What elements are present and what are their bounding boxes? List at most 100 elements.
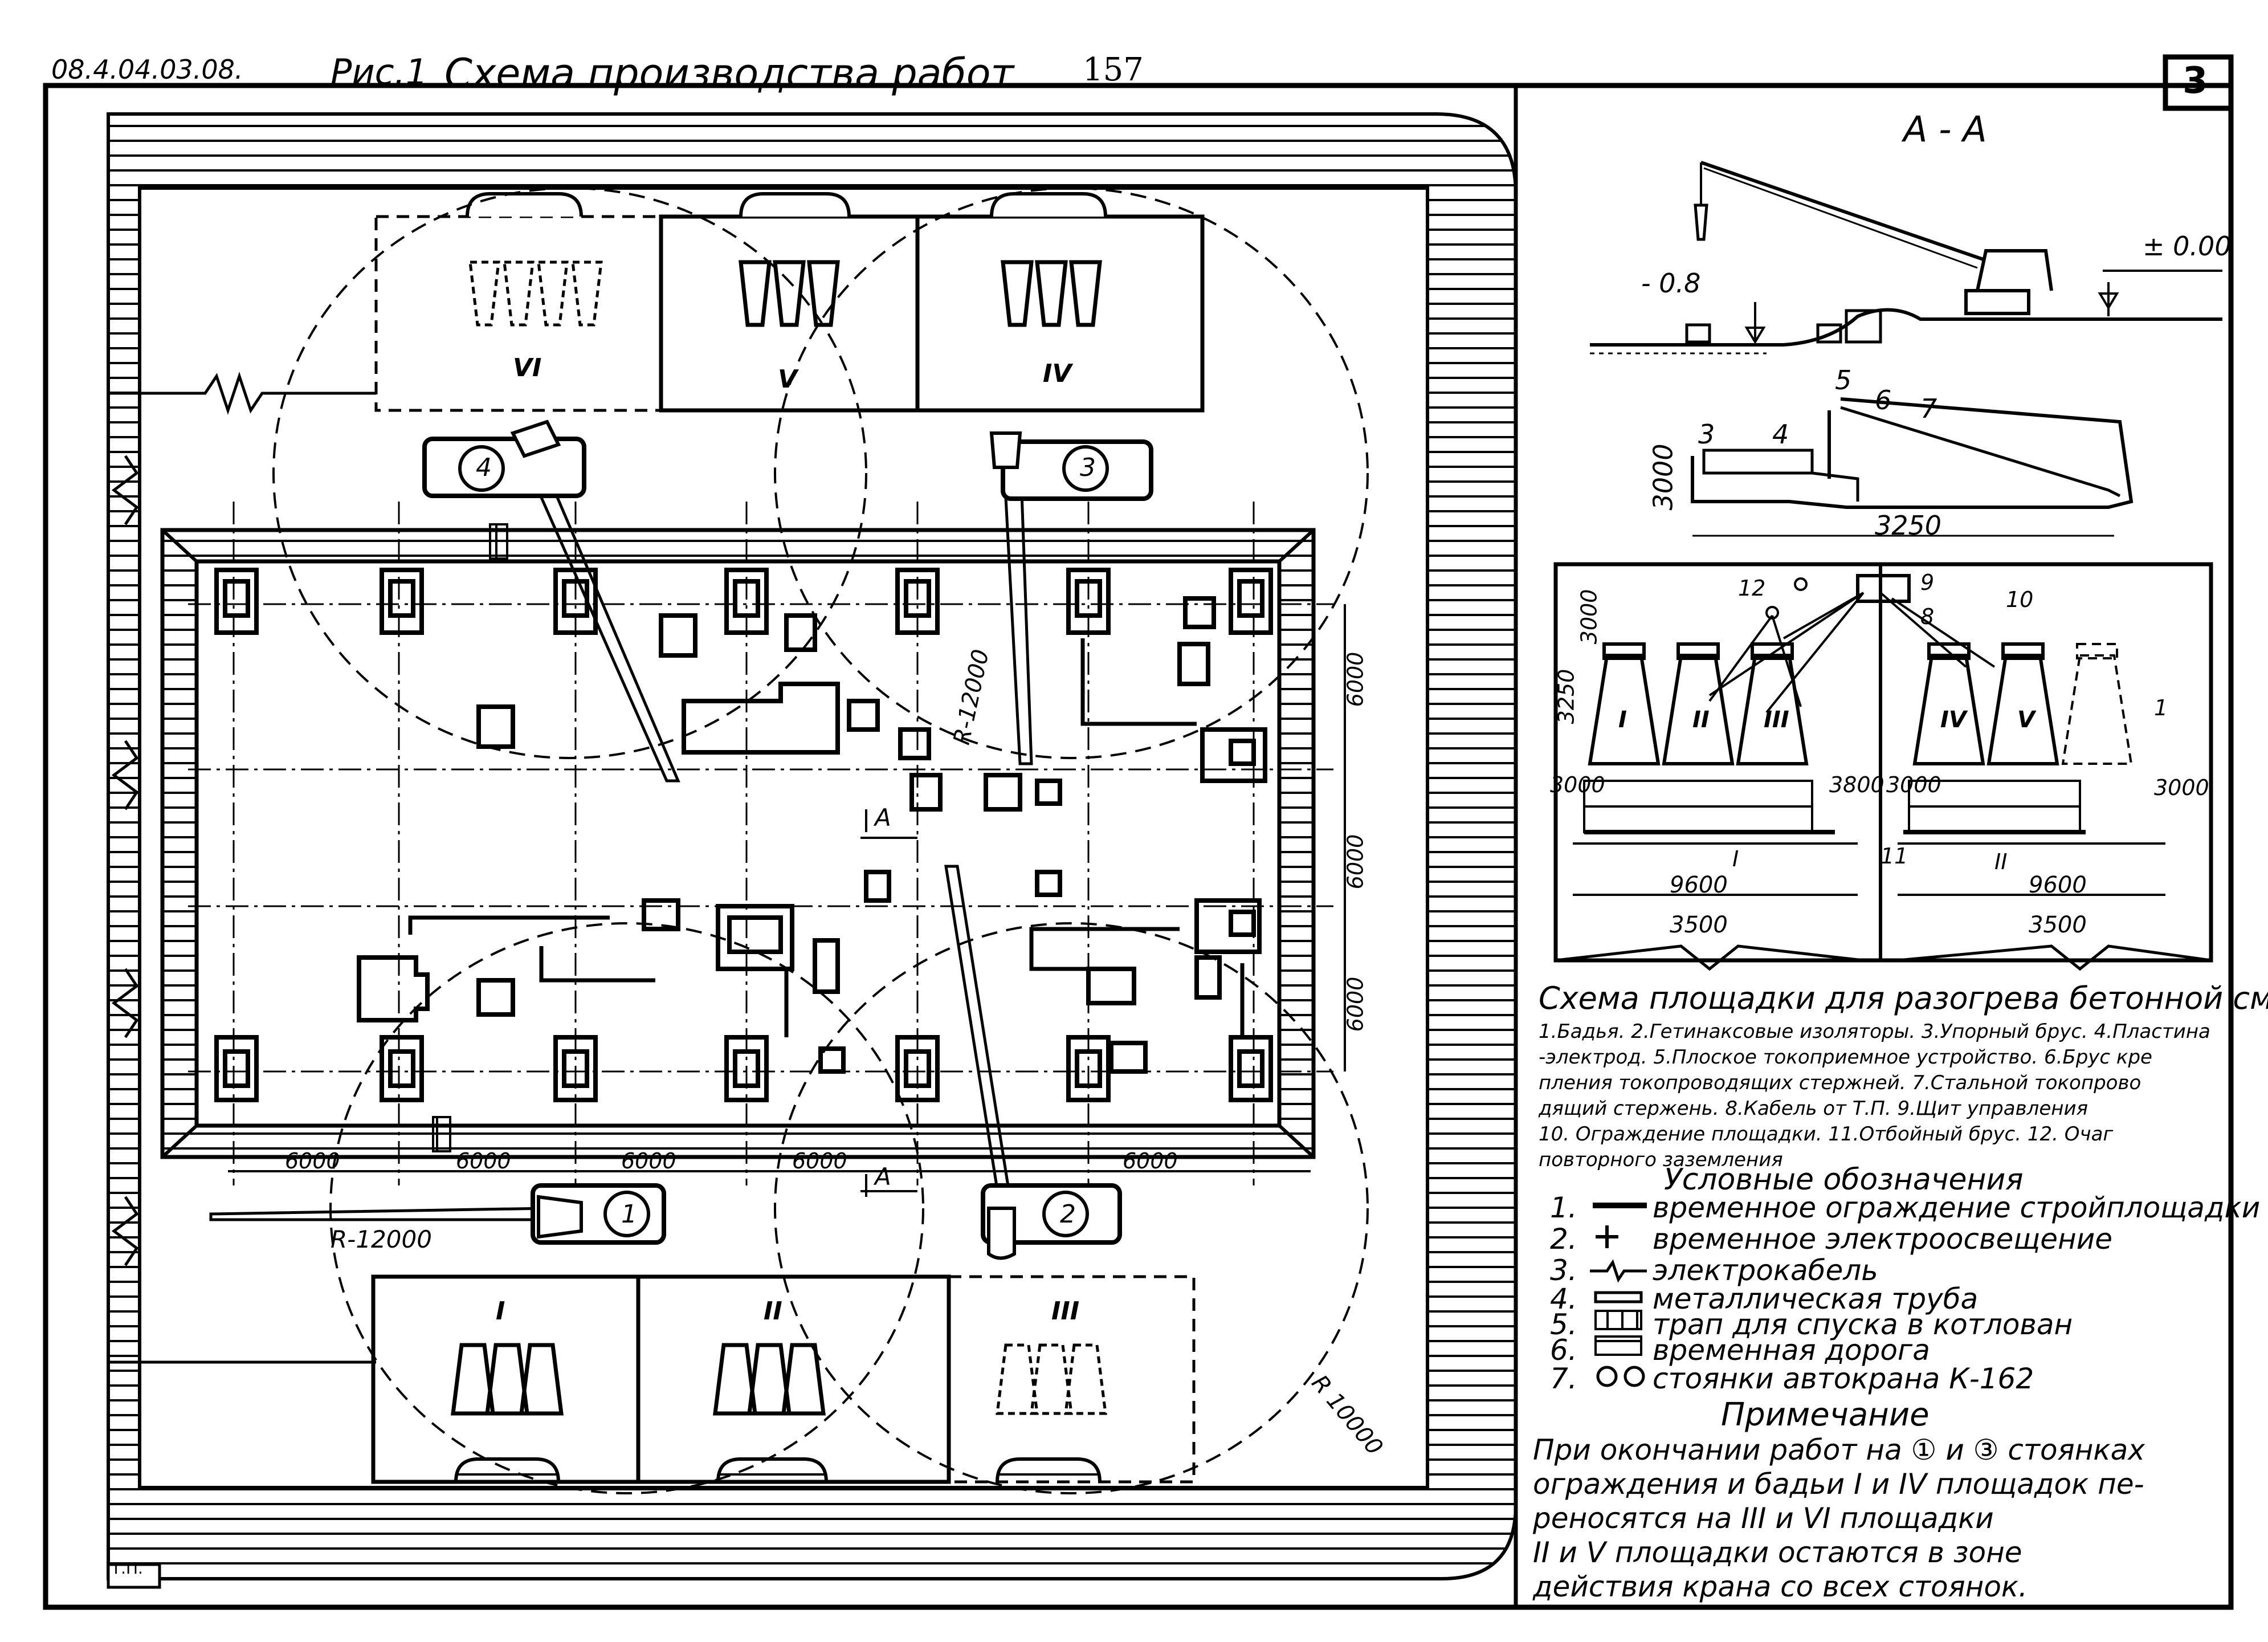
pit-bottom [194,559,1282,1128]
callout-7: 7 [1920,393,1937,424]
legend-item: 2. [1550,1223,1577,1256]
section-title: А - А [1903,108,1987,150]
tp-label: Т.П. [111,1559,143,1578]
sheet-number-box [2163,54,2234,111]
callout-5: 5 [1835,365,1852,396]
crane-stop-label: 1 [621,1200,637,1229]
hs-dim-10: 3500 [2029,912,2087,938]
bucket-II: II [1692,707,1710,733]
doc-code: 08.4.04.03.08. [51,54,243,85]
callout-4: 4 [1772,419,1789,450]
site-label: IV [1043,359,1072,388]
tp-box [107,1563,161,1589]
site-plan [107,112,1518,1589]
section-mark: А [875,1163,891,1191]
legend-item-text: электрокабель [1653,1254,1878,1287]
hs-dim-6: 3000 [2154,775,2209,800]
hs-dim-2: 3250 [1553,669,1579,724]
site-label: V [778,365,798,394]
note-title: Примечание [1721,1396,1930,1433]
dim-right: 6000 [1343,651,1368,707]
page-title: Схема производства работ [444,50,1014,97]
hs-site-II: II [1994,849,2008,874]
hs-callout-9: 9 [1920,570,1935,595]
crane-stop-label: 4 [476,453,492,482]
site-label: I [496,1297,505,1326]
callout-3: 3 [1698,419,1715,450]
note-line: II и V площадки остаются в зоне [1533,1536,2022,1569]
hs-dim-3: 3000 [1550,772,1605,797]
heating-site-I-II [371,1274,951,1484]
site-label: II [764,1297,782,1326]
dim-bottom: 6000 [1123,1148,1178,1174]
heating-caption-line: повторного заземления [1539,1148,1783,1171]
foundations [214,568,1273,1102]
level-top: ± 0.00 [2143,231,2232,262]
site-label: III [1051,1297,1080,1326]
hs-dim-9: 3500 [1670,912,1728,938]
heating-site-V-IV [659,214,1205,413]
legend-item: 7. [1550,1362,1577,1395]
legend-item: 5. [1550,1308,1577,1341]
heating-caption-line: дящий стержень. 8.Кабель от Т.П. 9.Щит у… [1539,1097,2088,1120]
heating-site-scheme [1553,562,2213,971]
legend-item-text: металлическая труба [1653,1282,1979,1315]
dim-right: 6000 [1343,834,1368,890]
hs-callout-12: 12 [1738,576,1766,601]
note-line: действия крана со всех стоянок. [1533,1570,2028,1603]
crane-reach [272,187,1369,1494]
note-line: реносятся на III и VI площадки [1533,1502,1994,1535]
radius-label: R-12000 [331,1225,432,1253]
hs-callout-10: 10 [2006,587,2034,612]
hs-callout-1: 1 [2154,695,2168,720]
legend-title: Условные обозначения [1664,1163,2024,1197]
hs-dim-7: 9600 [1670,872,1728,898]
hs-dim-4: 3800 [1829,772,1884,797]
hs-site-I: I [1732,846,1739,871]
dim-height: 3000 [1647,443,1679,511]
callout-6: 6 [1875,385,1892,415]
legend-item-text: трап для спуска в котлован [1653,1308,2073,1341]
bucket-V: V [2017,707,2035,733]
hs-dim-1: 3000 [1576,589,1602,645]
hs-callout-11: 11 [1881,844,1908,869]
hs-dim-8: 9600 [2029,872,2087,898]
dim-bottom: 6000 [285,1148,340,1174]
heating-caption-line: 1.Бадья. 2.Гетинаксовые изоляторы. 3.Упо… [1539,1020,2210,1043]
electric-cable [108,372,376,415]
heating-caption-title: Схема площадки для разогрева бетонной см… [1539,980,2268,1016]
legend-item-text: стоянки автокрана К-162 [1653,1362,2034,1395]
bucket-IV: IV [1940,707,1967,733]
dim-bottom: 6000 [456,1148,511,1174]
legend-item-text: временное ограждение стройплощадки [1653,1191,2261,1224]
note-line: При окончании работ на ① и ③ стоянках [1533,1433,2145,1466]
heating-caption-line: -электрод. 5.Плоское токоприемное устрой… [1539,1046,2152,1069]
legend-item: 4. [1550,1282,1577,1315]
section-aa [1590,161,2222,537]
page-number: 157 [1083,51,1144,88]
legend-item: 3. [1550,1254,1577,1287]
legend-item-text: временное электроосвещение [1653,1223,2113,1256]
bucket-III: III [1764,707,1789,733]
legend-item-text: временная дорога [1653,1334,1930,1367]
level-pit: - 0.8 [1641,268,1701,299]
crane-stop-label: 3 [1080,453,1096,482]
hs-callout-8: 8 [1920,604,1935,629]
sheet-number: 3 [2183,60,2208,102]
section-mark: А [875,804,891,832]
heating-caption-line: пления токопроводящих стержней. 7.Стальн… [1539,1071,2141,1094]
dim-right: 6000 [1343,976,1368,1032]
bucket-I: I [1618,707,1627,733]
dim-bottom: 6000 [792,1148,847,1174]
fig-label: Рис.1 [331,51,428,93]
dim-bottom: 6000 [621,1148,676,1174]
crane-stop-label: 2 [1060,1200,1076,1229]
legend-symbols [1590,1203,1647,1387]
heating-caption-line: 10. Ограждение площадки. 11.Отбойный бру… [1539,1123,2114,1146]
site-label: VI [513,353,542,382]
sheet-frame [43,83,2234,1610]
legend-item: 6. [1550,1334,1577,1367]
hs-dim-5: 3000 [1886,772,1941,797]
note-line: ограждения и бадьи I и IV площадок пе- [1533,1468,2144,1501]
